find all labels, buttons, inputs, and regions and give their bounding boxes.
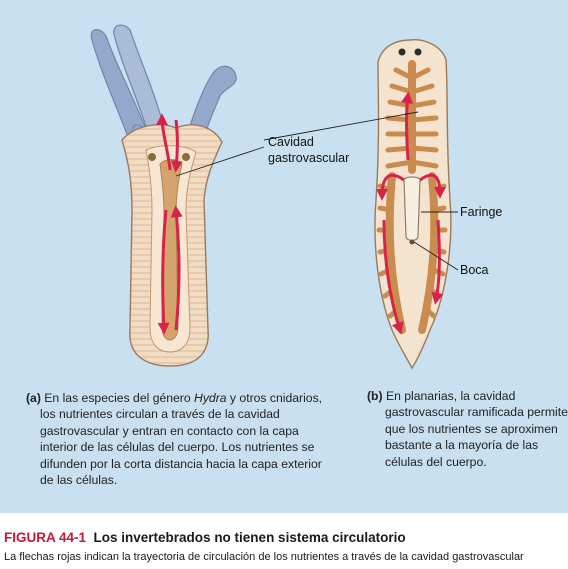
hydra-tentacle-middle: [113, 24, 167, 139]
planarian-arrow-right-down: [431, 219, 444, 305]
hydra-arrow-tentacle: [156, 113, 172, 171]
figure-title: FIGURA 44-1 Los invertebrados no tienen …: [4, 530, 406, 545]
planarian-arrow-anterior: [401, 91, 413, 161]
illustration: Cavidad gastrovascular Faringe Boca: [90, 24, 502, 370]
label-mouth: Boca: [460, 263, 489, 277]
hydra-arrow-tentacle-down: [170, 119, 183, 173]
caption-a: (a) En las especies del género Hydra y o…: [26, 390, 326, 488]
caption-b-letter: (b): [367, 389, 383, 403]
planarian-arrow-left-down: [382, 219, 404, 335]
caption-a-genus: Hydra: [194, 391, 227, 405]
hydra-tentacle-left: [90, 29, 151, 143]
hydra-label-leader: [175, 146, 265, 177]
hydra-arrow-right-up: [170, 205, 183, 331]
caption-a-after: y otros cnidarios, los nutrientes circul…: [40, 391, 323, 488]
caption-a-letter: (a): [26, 391, 41, 405]
figure-number: FIGURA 44-1: [4, 530, 87, 545]
caption-b: (b) En planarias, la cavidad gastrovascu…: [367, 388, 568, 470]
planarian: [263, 39, 459, 370]
label-cavity-line1: Cavidad: [268, 135, 314, 149]
planarian-cavity-leader: [263, 111, 419, 141]
planarian-arrow-right-loop: [419, 173, 446, 199]
figure-title-text: Los invertebrados no tienen sistema circ…: [93, 530, 406, 545]
planarian-arrow-left-loop: [376, 173, 405, 201]
mouth-leader: [413, 241, 459, 271]
hydra: [90, 24, 265, 367]
label-pharynx: Faringe: [460, 205, 502, 219]
figure-subtitle: La flechas rojas indican la trayectoria …: [4, 551, 524, 563]
planarian-pharynx: [403, 176, 421, 242]
label-cavity-line2: gastrovascular: [268, 151, 349, 165]
planarian-mouth: [409, 239, 415, 245]
hydra-arrow-left-down: [157, 209, 170, 335]
caption-b-text: En planarias, la cavidad gastrovascular …: [385, 389, 568, 469]
caption-a-before: En las especies del género: [44, 391, 195, 405]
figure-panel: [0, 0, 568, 513]
